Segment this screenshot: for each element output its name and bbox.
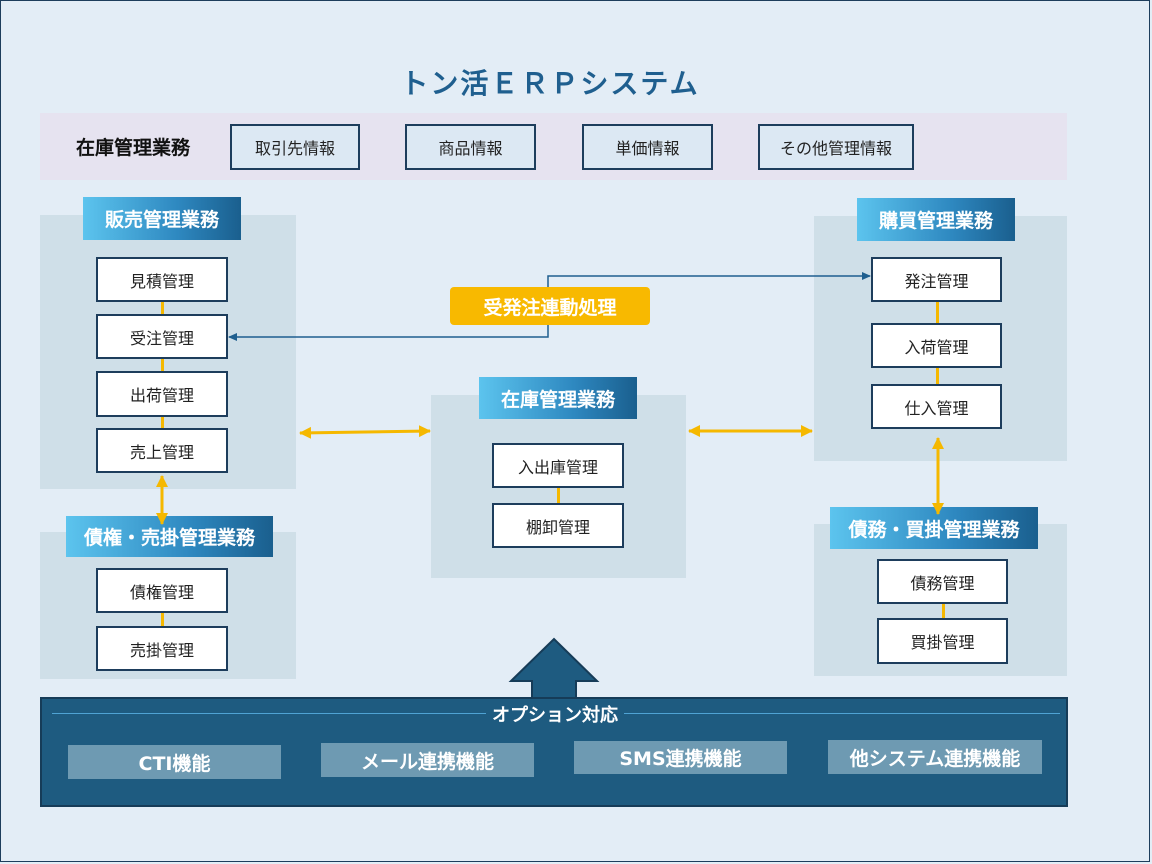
purchase-header: 購買管理業務 <box>857 198 1015 241</box>
master-item-partners[interactable]: 取引先情報 <box>230 124 360 170</box>
options-title-wrap: オプション対応 <box>0 701 1110 727</box>
master-item-products[interactable]: 商品情報 <box>405 124 536 170</box>
inventory-header: 在庫管理業務 <box>479 377 637 419</box>
options-up-arrow <box>508 637 600 701</box>
inventory-connector <box>557 485 560 507</box>
sales-header: 販売管理業務 <box>83 197 241 240</box>
payables-item-debt[interactable]: 債務管理 <box>877 559 1008 604</box>
sales-inventory-arrow <box>299 425 431 439</box>
option-sms[interactable]: SMS連携機能 <box>574 741 787 774</box>
option-cti[interactable]: CTI機能 <box>68 745 281 779</box>
master-data-label: 在庫管理業務 <box>76 137 191 159</box>
inventory-item-inout[interactable]: 入出庫管理 <box>492 443 624 488</box>
sales-item-estimate[interactable]: 見積管理 <box>96 257 228 302</box>
payables-item-accounts[interactable]: 買掛管理 <box>877 618 1008 664</box>
options-title: オプション対応 <box>486 705 624 726</box>
master-item-prices[interactable]: 単価情報 <box>582 124 713 170</box>
payables-connector <box>942 601 945 621</box>
option-mail[interactable]: メール連携機能 <box>321 743 534 777</box>
master-item-other[interactable]: その他管理情報 <box>758 124 914 170</box>
sales-item-shipping[interactable]: 出荷管理 <box>96 371 228 417</box>
sales-item-sales[interactable]: 売上管理 <box>96 428 228 473</box>
order-sync-label: 受発注連動処理 <box>450 287 650 325</box>
purchase-item-order[interactable]: 発注管理 <box>871 257 1002 302</box>
purchase-item-procurement[interactable]: 仕入管理 <box>871 384 1002 429</box>
receivables-item-credit[interactable]: 債権管理 <box>96 568 228 613</box>
sync-arrow-to-sales-order <box>228 324 549 341</box>
option-other-systems[interactable]: 他システム連携機能 <box>828 740 1042 774</box>
page-title: トン活ＥＲＰシステム <box>400 67 700 100</box>
receivables-connector <box>161 610 164 630</box>
receivables-item-accounts[interactable]: 売掛管理 <box>96 626 228 671</box>
inventory-item-stocktake[interactable]: 棚卸管理 <box>492 503 624 548</box>
sales-connector <box>161 300 164 430</box>
receivables-header: 債権・売掛管理業務 <box>66 516 273 557</box>
purchase-item-receiving[interactable]: 入荷管理 <box>871 323 1002 368</box>
payables-header: 債務・買掛管理業務 <box>830 507 1038 549</box>
sales-item-order[interactable]: 受注管理 <box>96 314 228 359</box>
